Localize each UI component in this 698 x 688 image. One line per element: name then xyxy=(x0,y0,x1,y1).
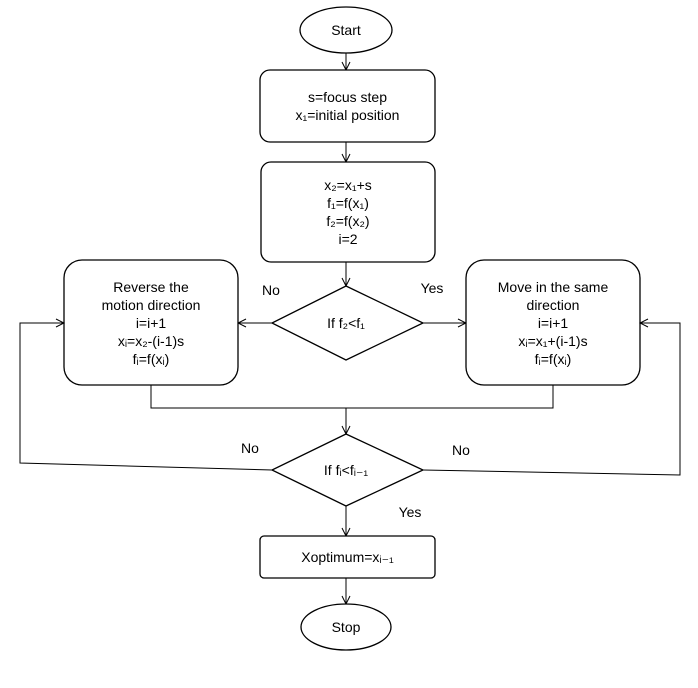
start-label: Start xyxy=(331,22,361,38)
stop-label: Stop xyxy=(331,619,361,635)
init-line: s=focus step xyxy=(308,89,387,105)
reverse-line: fᵢ=f(xᵢ) xyxy=(132,351,170,367)
edge-decision2-loop-right xyxy=(422,323,681,476)
edge-reverse-merge xyxy=(150,385,554,409)
decision1-diamond xyxy=(270,285,425,361)
reverse-line: i=i+1 xyxy=(135,315,167,331)
compute-line: f₂=f(x₂) xyxy=(326,213,370,229)
stop-node xyxy=(300,603,392,651)
compute-line: f₁=f(x₁) xyxy=(327,195,369,211)
reverse-line: motion direction xyxy=(101,297,201,313)
decision2-no-left-label: No xyxy=(241,440,259,456)
optimum-box xyxy=(259,535,436,579)
decision1-yes-label: Yes xyxy=(420,280,444,296)
decision2-no-right-label: No xyxy=(452,442,470,458)
same-line: Move in the same xyxy=(497,279,609,295)
init-line: x₁=initial position xyxy=(295,107,400,123)
same-line: direction xyxy=(526,297,580,313)
same-line: i=i+1 xyxy=(537,315,569,331)
same-line: xᵢ=x₁+(i-1)s xyxy=(518,333,588,349)
decision1-label: If f₂<f₁ xyxy=(327,315,365,331)
decision2-label: If fᵢ<fᵢ₋₁ xyxy=(323,462,369,478)
reverse-line: xᵢ=x₂-(i-1)s xyxy=(117,333,185,349)
compute-line: i=2 xyxy=(338,231,358,247)
edge-decision2-loop-left xyxy=(19,323,273,471)
decision1-no-label: No xyxy=(262,282,280,298)
optimum-label: Xoptimum=xᵢ₋₁ xyxy=(301,549,394,565)
decision2-yes-label: Yes xyxy=(398,504,422,520)
reverse-text: Reverse the motion direction i=i+1 xᵢ=x₂… xyxy=(64,278,238,368)
same-line: fᵢ=f(xᵢ) xyxy=(534,351,572,367)
reverse-line: Reverse the xyxy=(113,279,189,295)
compute-box xyxy=(260,161,436,263)
same-text: Move in the same direction i=i+1 xᵢ=x₁+(… xyxy=(466,278,640,368)
init-text: s=focus step x₁=initial position xyxy=(260,88,435,124)
init-box xyxy=(259,69,436,143)
compute-text: x₂=x₁+s f₁=f(x₁) f₂=f(x₂) i=2 xyxy=(261,176,435,248)
compute-line: x₂=x₁+s xyxy=(324,177,372,193)
